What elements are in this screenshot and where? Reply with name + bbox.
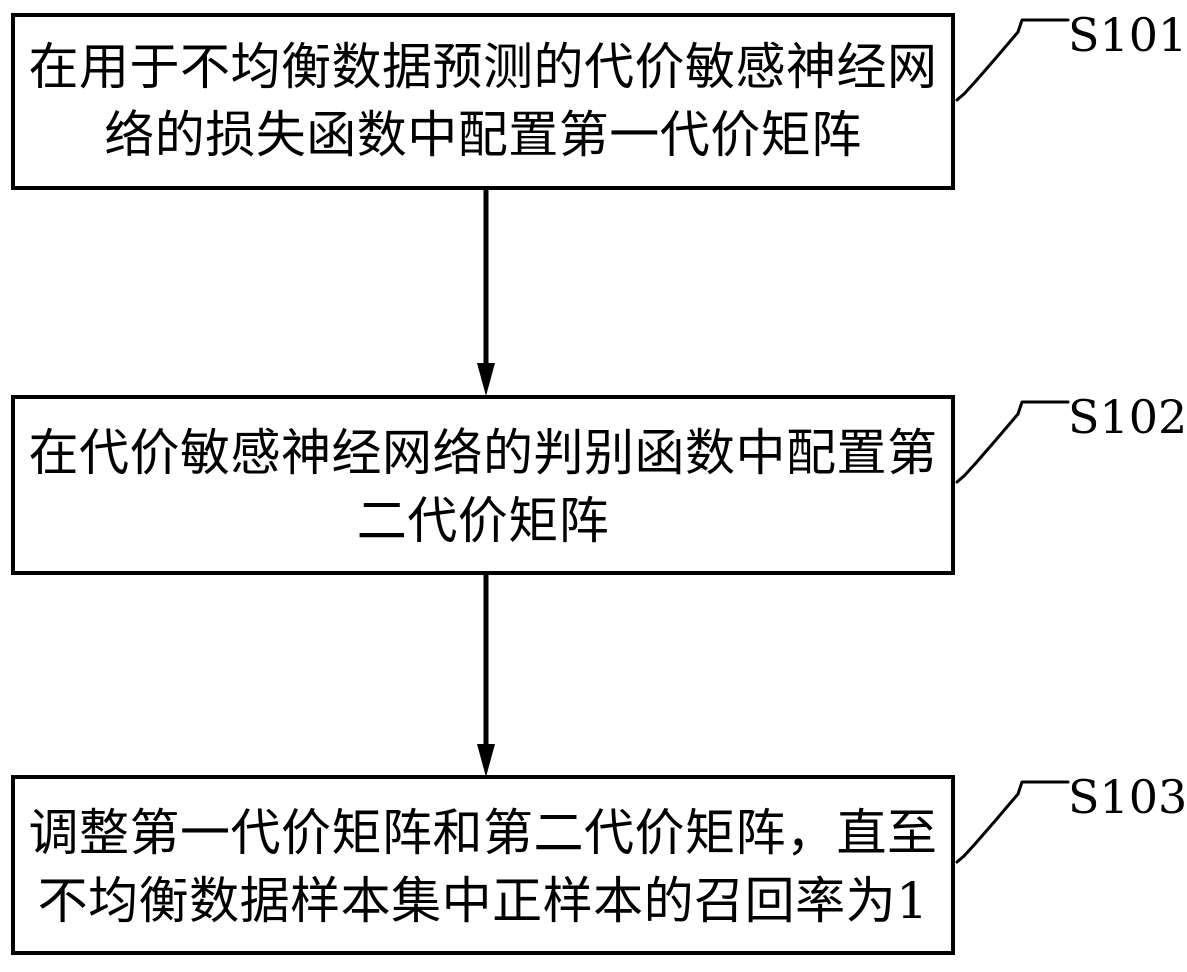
arrow-s101-to-s102 bbox=[477, 188, 495, 396]
arrow-s102-to-s103 bbox=[477, 573, 495, 777]
process-box-s103-text: 调整第一代价矩阵和第二代价矩阵，直至 不均衡数据样本集中正样本的召回率为1 bbox=[28, 804, 938, 930]
process-box-s101[interactable]: 在用于不均衡数据预测的代价敏感神经网 络的损失函数中配置第一代价矩阵 bbox=[11, 13, 955, 190]
step-number-s102: S102 bbox=[1068, 390, 1187, 444]
process-box-s103[interactable]: 调整第一代价矩阵和第二代价矩阵，直至 不均衡数据样本集中正样本的召回率为1 bbox=[11, 775, 955, 955]
process-box-s101-text: 在用于不均衡数据预测的代价敏感神经网 络的损失函数中配置第一代价矩阵 bbox=[28, 38, 938, 164]
leader-line-s102 bbox=[950, 392, 1075, 492]
leader-line-s101 bbox=[950, 10, 1075, 110]
process-box-s102[interactable]: 在代价敏感神经网络的判别函数中配置第 二代价矩阵 bbox=[11, 395, 955, 575]
leader-line-s103 bbox=[950, 772, 1075, 872]
process-box-s102-text: 在代价敏感神经网络的判别函数中配置第 二代价矩阵 bbox=[28, 424, 938, 550]
step-number-s101: S101 bbox=[1068, 8, 1187, 62]
step-number-s103: S103 bbox=[1068, 770, 1187, 824]
